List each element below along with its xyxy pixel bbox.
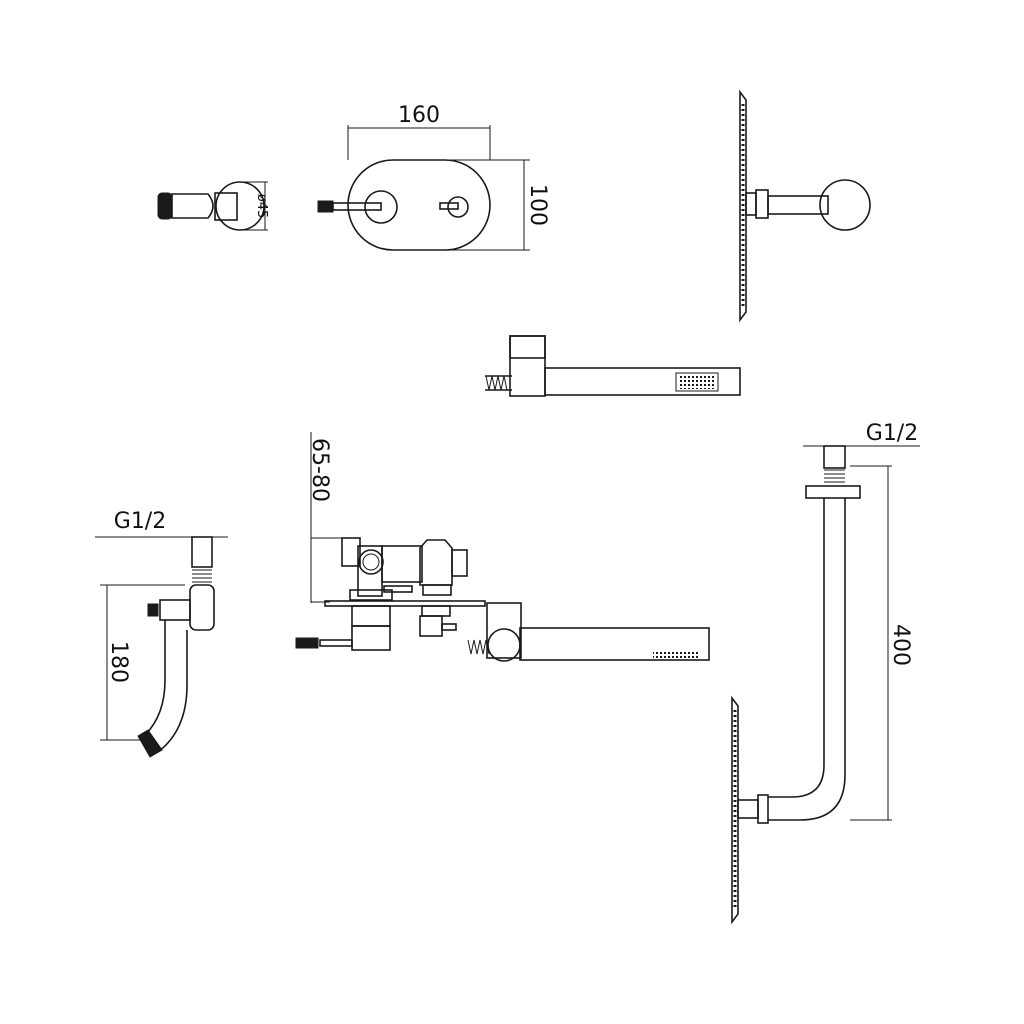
diameter-label: ø45 [254,194,269,219]
spout-with-holder [467,602,710,662]
width-label: 160 [398,103,440,128]
depth-label: 65-80 [307,438,332,502]
mixer-side-view: 65-80 [295,432,486,651]
wall-rain-shower [739,89,871,323]
arm-length-label: 400 [888,624,913,666]
height-label: 100 [525,184,550,226]
spout-thread-label: G1/2 [114,509,166,534]
wall-outlet: ø45 [157,181,269,231]
spout-height-label: 180 [106,641,131,683]
bath-spout: G1/2 180 [95,509,228,758]
ceiling-shower-arm: G1/2 400 [731,421,920,925]
hand-shower [485,335,741,397]
arm-thread-label: G1/2 [866,421,918,446]
mixer-faceplate: 160 100 [317,103,550,251]
